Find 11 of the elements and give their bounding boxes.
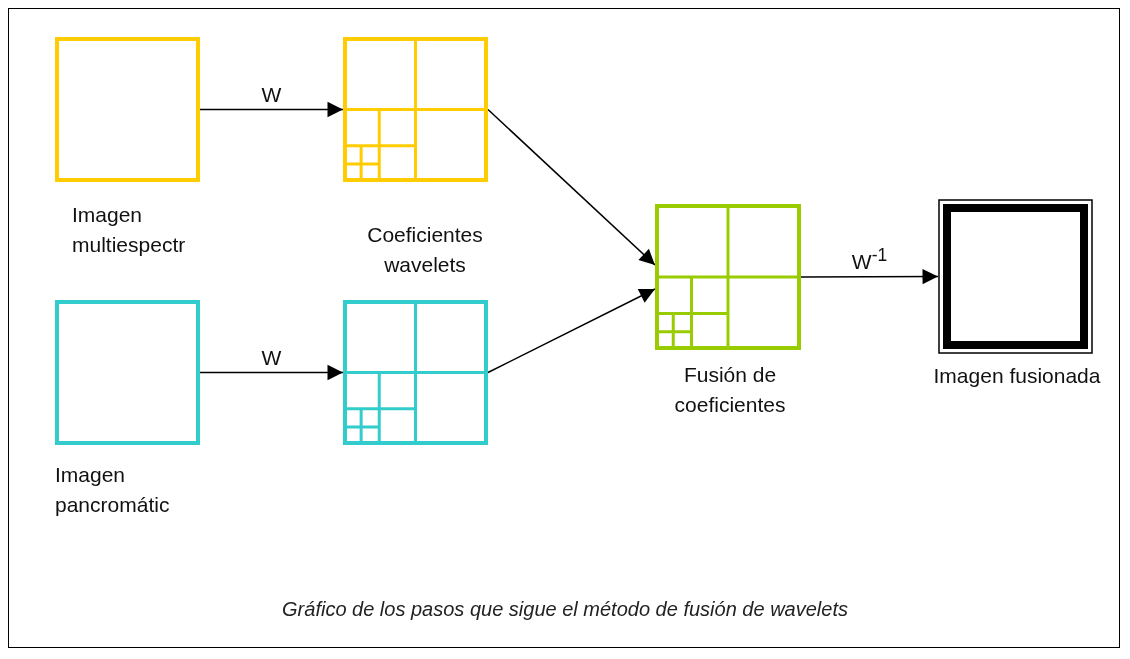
- node-label: Imagen fusionada: [932, 363, 1102, 389]
- arrow: [800, 268, 939, 285]
- node-label: Imagen pancromátic: [55, 462, 171, 518]
- node-label: Coeficientes wavelets: [366, 222, 484, 278]
- arrow: [199, 364, 344, 381]
- arrow: [199, 101, 344, 118]
- node-label: Imagen multiespectr: [72, 202, 187, 258]
- caption: Gráfico de los pasos que sigue el método de fusión de wavelets: [281, 598, 849, 621]
- arrow: [487, 288, 656, 374]
- node-label: Fusión de coeficientes: [673, 362, 787, 418]
- arrow: [487, 108, 656, 266]
